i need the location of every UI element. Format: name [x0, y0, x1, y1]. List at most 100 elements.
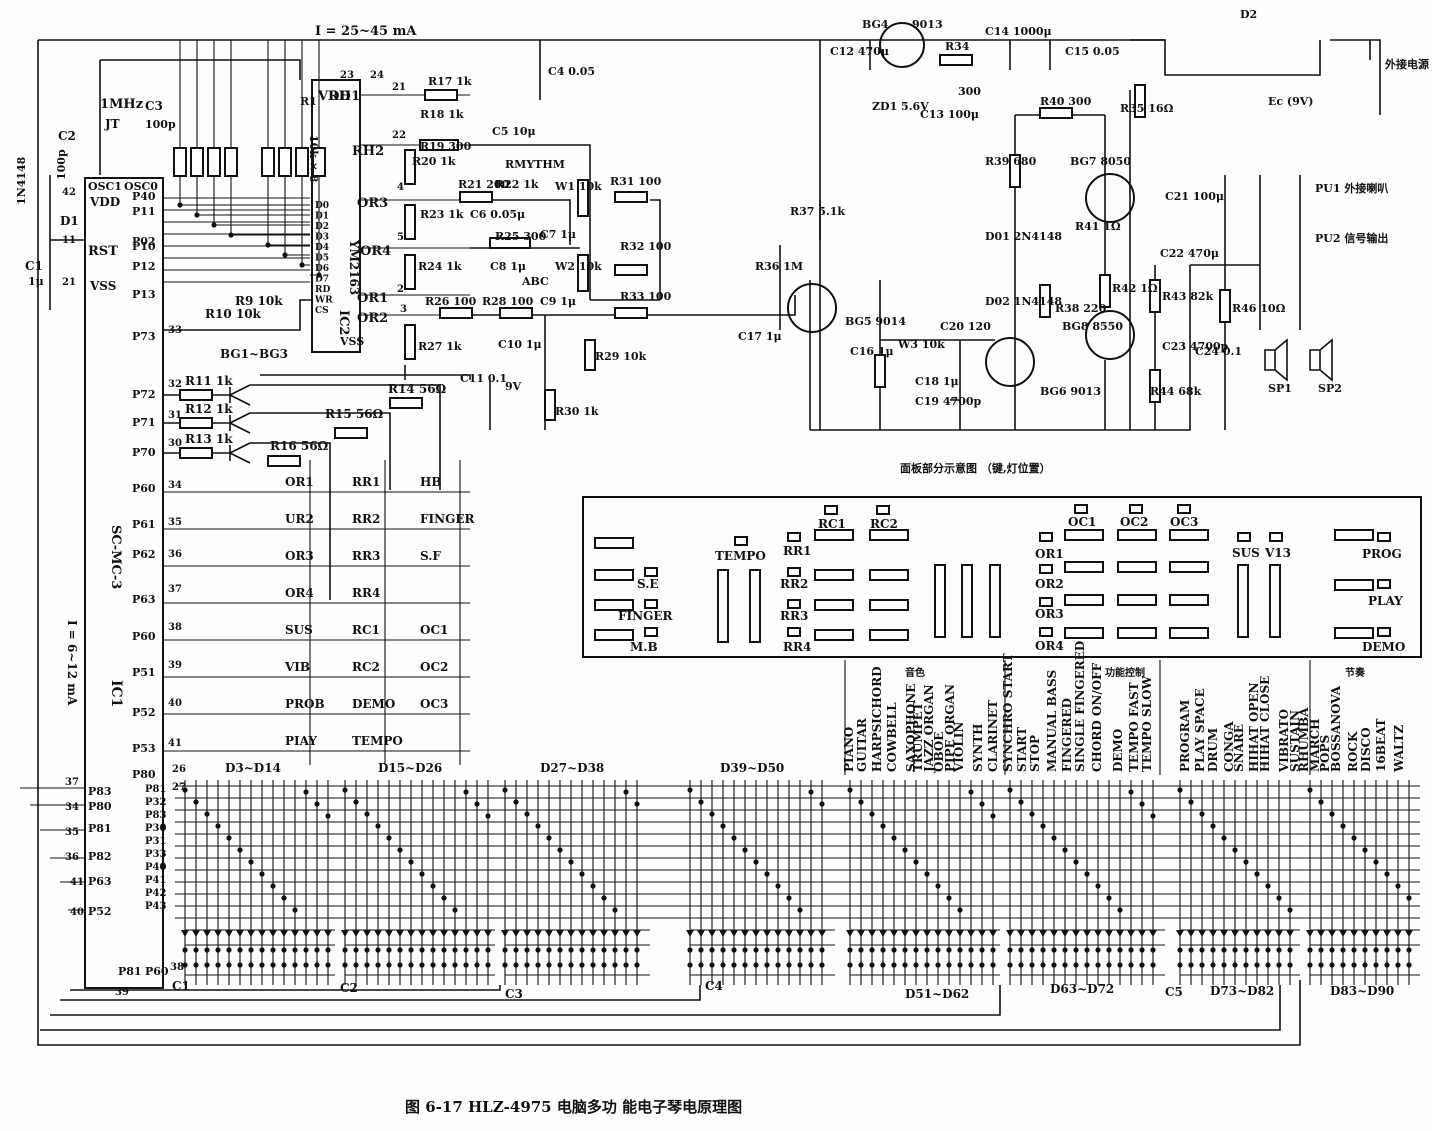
diode-icon — [600, 930, 608, 937]
group-rhythm: 节奏 — [1345, 666, 1366, 679]
wire — [229, 412, 251, 434]
junction-dot — [797, 907, 803, 913]
matrix-row-pin: P41 — [145, 875, 166, 886]
junction-dot — [430, 883, 436, 889]
junction-dot — [215, 823, 221, 829]
resistor — [499, 307, 533, 319]
junction-dot — [342, 787, 348, 793]
led-indicator-label: RC1 — [352, 623, 380, 637]
panel-label-tempo: TEMPO — [715, 549, 766, 563]
function-label: HIHAT OPEN — [1247, 682, 1261, 772]
amplifier-label: BG6 9013 — [1040, 385, 1101, 398]
panel-label-or2: OR2 — [1035, 577, 1064, 591]
junction-dot — [1040, 823, 1046, 829]
junction-dot — [1362, 962, 1368, 968]
junction-dot — [1073, 962, 1079, 968]
ic1-pin: P60 — [132, 482, 156, 495]
ic1-left-pin: P52 — [88, 905, 112, 918]
led-indicator-label: OC2 — [420, 660, 448, 674]
led-indicator-label: UR2 — [285, 512, 314, 526]
panel-label-oc2: OC2 — [1120, 515, 1148, 529]
junction-dot — [634, 801, 640, 807]
function-label: FINGERED — [1060, 698, 1074, 772]
junction-dot — [248, 962, 254, 968]
pin-number: 37 — [65, 777, 79, 788]
diode-icon — [1383, 930, 1391, 937]
junction-dot — [248, 859, 254, 865]
diode-icon — [1017, 930, 1025, 937]
ic1-name: IC1 — [108, 680, 124, 707]
junction-dot — [709, 947, 715, 953]
panel-key — [1334, 627, 1374, 639]
resistor — [584, 339, 596, 371]
panel-led — [1377, 532, 1391, 542]
panel-key — [1064, 627, 1104, 639]
diode-icon — [341, 930, 349, 937]
transistor-bg5 — [787, 283, 837, 333]
diode-icon — [1028, 930, 1036, 937]
panel-led — [1039, 627, 1053, 637]
junction-dot — [1318, 947, 1324, 953]
function-label: MARCH — [1308, 719, 1322, 772]
junction-dot — [259, 962, 265, 968]
junction-dot — [913, 947, 919, 953]
junction-dot — [687, 787, 693, 793]
panel-label-rr4: RR4 — [783, 640, 811, 654]
resistor — [939, 54, 973, 66]
matrix-row-pin: P40 — [145, 862, 166, 873]
matrix-row-pin: P83 — [145, 810, 166, 821]
junction-dot — [194, 212, 200, 218]
ic1-pin: P11 — [132, 205, 156, 218]
diode-icon — [556, 930, 564, 937]
junction-dot — [1276, 947, 1282, 953]
junction-dot — [513, 799, 519, 805]
junction-dot — [634, 947, 640, 953]
amplifier-label: R40 300 — [1040, 95, 1092, 108]
junction-dot — [215, 962, 221, 968]
diode-icon — [1220, 930, 1228, 937]
ic1-pin: VSS — [89, 279, 116, 293]
panel-led — [1039, 597, 1053, 607]
junction-dot — [786, 895, 792, 901]
resistor — [489, 237, 531, 249]
junction-dot — [601, 962, 607, 968]
junction-dot — [1084, 947, 1090, 953]
amplifier-label: R41 1Ω — [1075, 220, 1121, 233]
potentiometer-w1 — [577, 179, 589, 217]
junction-dot — [441, 962, 447, 968]
diode-icon — [1306, 930, 1314, 937]
amplifier-label: BG8 8550 — [1062, 320, 1123, 333]
mixer-label: R31 100 — [610, 175, 662, 188]
amplifier-label: 9013 — [912, 18, 943, 31]
wire — [49, 59, 301, 310]
junction-dot — [1221, 962, 1227, 968]
ic2-output-pin: OR3 — [357, 196, 388, 211]
driver-label: R9 10k — [235, 294, 283, 308]
speaker-icon — [1264, 338, 1333, 382]
junction-dot — [742, 847, 748, 853]
panel-label-rc2: RC2 — [870, 517, 898, 531]
diode-icon — [545, 930, 553, 937]
resistor — [1009, 154, 1021, 188]
junction-dot — [182, 947, 188, 953]
panel-led — [644, 567, 658, 577]
ic2-chip — [311, 79, 361, 353]
diode-icon — [1138, 930, 1146, 937]
junction-dot — [1095, 962, 1101, 968]
panel-label-demo: DEMO — [1362, 640, 1405, 654]
panel-slider — [1237, 564, 1249, 638]
junction-dot — [1051, 962, 1057, 968]
panel-key — [814, 599, 854, 611]
wire — [1330, 39, 1381, 115]
diode-icon — [1372, 930, 1380, 937]
led-indicator-label: SUS — [285, 623, 313, 637]
diode-icon — [934, 930, 942, 937]
function-label: SINGLE FINGERED — [1073, 641, 1087, 772]
junction-dot — [1384, 871, 1390, 877]
cap-value: 100p — [145, 118, 176, 131]
resistor — [1219, 289, 1231, 323]
mixer-label: C11 0.1 — [460, 372, 507, 385]
junction-dot — [237, 962, 243, 968]
ic2-output-pin: RH2 — [352, 144, 384, 159]
